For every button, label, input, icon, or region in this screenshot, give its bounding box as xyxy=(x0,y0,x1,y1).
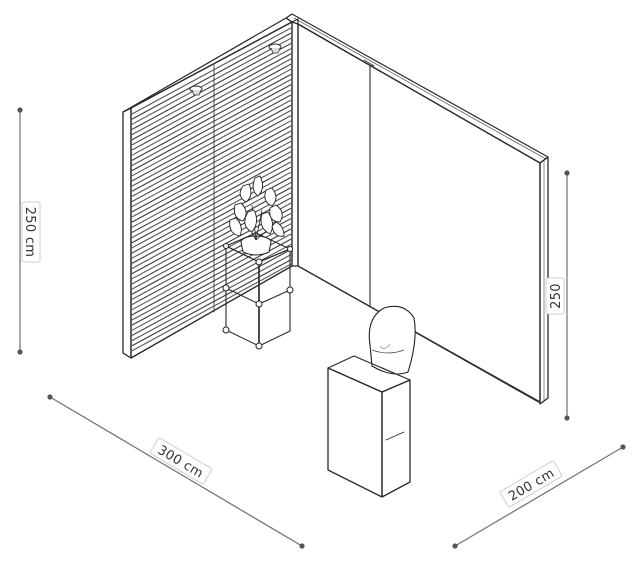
wall-slat xyxy=(131,130,292,218)
wall-slat xyxy=(131,166,292,254)
dimension-width: 300 cm xyxy=(47,394,305,549)
wall-slat xyxy=(131,120,292,208)
wall-slat xyxy=(131,84,292,172)
wall-slat xyxy=(131,32,292,120)
wall-slat xyxy=(131,115,292,203)
wall-slat xyxy=(131,187,292,275)
wall-slat xyxy=(131,48,292,136)
wall-slat xyxy=(131,151,292,239)
wall-slat xyxy=(131,94,292,182)
wall-slat xyxy=(131,176,292,264)
wall-slat xyxy=(131,37,292,125)
wall-slat xyxy=(131,223,292,311)
wall-slat xyxy=(131,248,292,336)
wall-slat xyxy=(131,197,292,285)
wall-slat xyxy=(131,89,292,177)
chair-icon xyxy=(368,305,416,375)
left-slatted-wall xyxy=(122,17,293,359)
wall-slat xyxy=(131,73,292,161)
wall-slat xyxy=(131,259,292,347)
dimension-depth: 200 cm xyxy=(452,444,626,549)
potted-plant-icon xyxy=(229,175,285,256)
wall-slat xyxy=(131,263,292,352)
dimension-height-right: 250 xyxy=(545,170,570,421)
wall-slat xyxy=(131,53,292,141)
wall-slat xyxy=(131,63,292,151)
wall-slat xyxy=(131,79,292,166)
wall-slat xyxy=(131,68,292,156)
wall-slat xyxy=(131,135,292,223)
wall-slat xyxy=(131,156,292,244)
right-wall xyxy=(285,13,549,405)
wall-slat xyxy=(131,104,292,192)
spotlight-icon xyxy=(189,85,203,96)
wall-slat xyxy=(131,125,292,213)
wall-slat xyxy=(131,145,292,233)
wall-slat xyxy=(131,99,292,187)
wall-slat xyxy=(131,140,292,228)
wall-slat xyxy=(131,243,292,331)
wall-slat xyxy=(131,171,292,259)
wall-slat xyxy=(131,42,292,130)
height-left-label: 250 cm xyxy=(22,207,37,258)
spotlight-icon xyxy=(268,43,282,54)
wall-slat xyxy=(131,58,292,146)
height-right-label: 250 xyxy=(549,283,564,309)
wall-slat xyxy=(131,27,292,115)
wall-slat xyxy=(131,192,292,280)
wall-slat xyxy=(131,109,292,197)
counter-pedestal xyxy=(327,355,411,498)
wall-slat xyxy=(131,161,292,249)
dimension-height-left: 250 cm xyxy=(17,107,41,355)
wall-slat xyxy=(131,254,292,342)
